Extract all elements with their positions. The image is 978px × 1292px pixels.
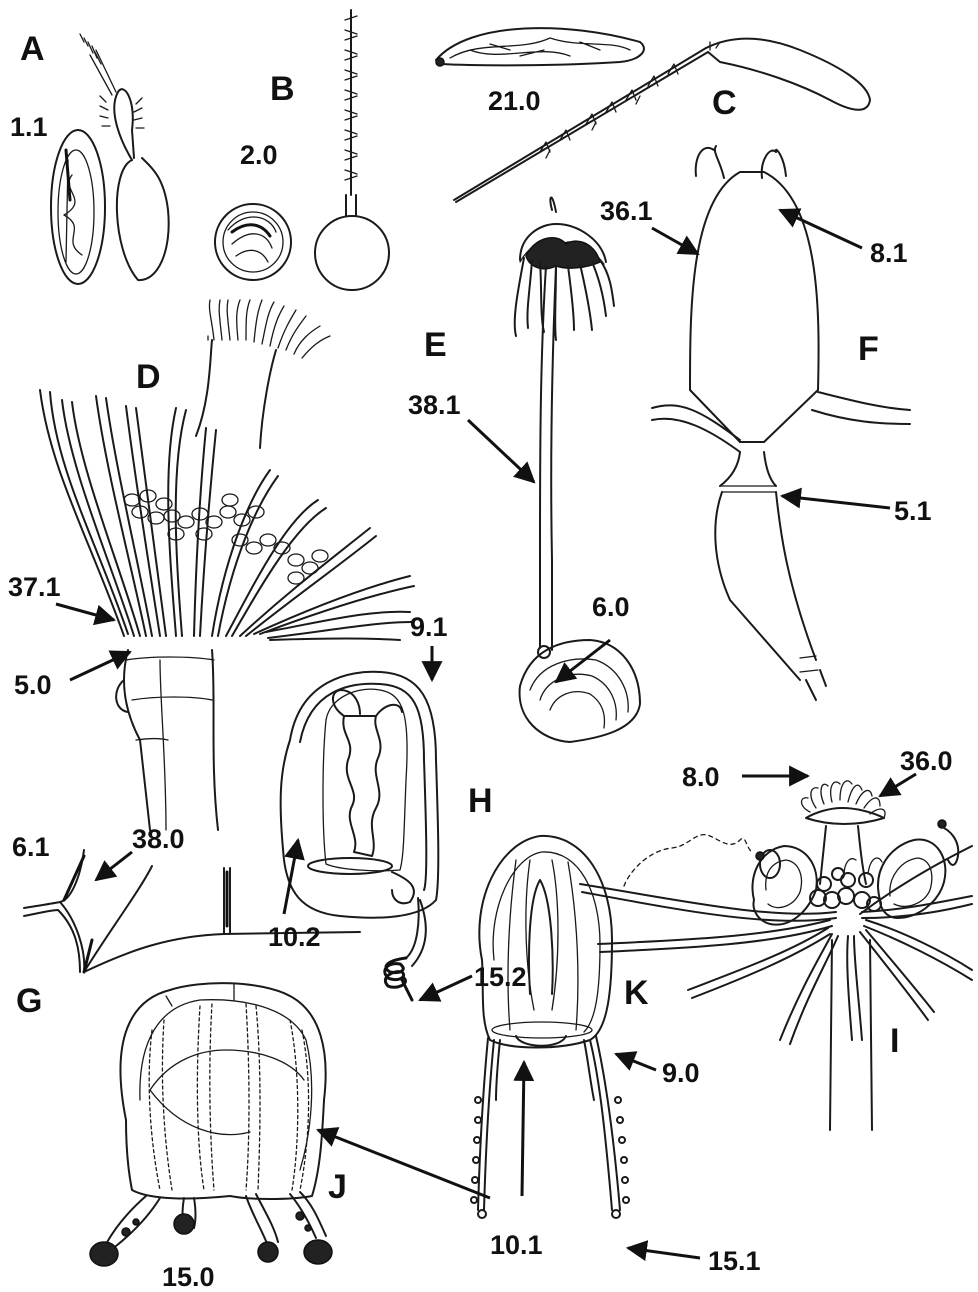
code-9-0: 9.0 [662, 1058, 700, 1088]
code-36-1: 36.1 [600, 196, 653, 226]
panel-label-c: C [712, 84, 737, 122]
figure-i [580, 781, 972, 1130]
code-9-1: 9.1 [410, 612, 448, 642]
panel-label-e: E [424, 326, 447, 364]
code-15-0: 15.0 [162, 1262, 215, 1292]
panel-label-i: I [890, 1022, 899, 1060]
figure-j [90, 983, 332, 1266]
panel-label-f: F [858, 330, 879, 368]
panel-label-d: D [136, 358, 161, 396]
code-36-0: 36.0 [900, 746, 953, 776]
code-1-1: 1.1 [10, 112, 48, 142]
code-2-0: 2.0 [240, 140, 278, 170]
code-8-1: 8.1 [870, 238, 908, 268]
code-15-2: 15.2 [474, 962, 527, 992]
code-38-1: 38.1 [408, 390, 461, 420]
code-15-1: 15.1 [708, 1246, 761, 1276]
panel-label-b: B [270, 70, 295, 108]
code-6-0: 6.0 [592, 592, 630, 622]
code-21-0: 21.0 [488, 86, 541, 116]
code-5-1: 5.1 [894, 496, 932, 526]
figure-k [471, 836, 629, 1218]
figure-a [51, 34, 169, 284]
panel-label-a: A [20, 30, 45, 68]
code-8-0: 8.0 [682, 762, 720, 792]
panel-label-k: K [624, 974, 649, 1012]
code-5-0: 5.0 [14, 670, 52, 700]
figure-d [40, 300, 414, 830]
figure-e [515, 197, 640, 742]
figure-f [652, 146, 910, 700]
code-10-2: 10.2 [268, 922, 321, 952]
pointer-arrows [56, 210, 916, 1258]
code-38-0: 38.0 [132, 824, 185, 854]
code-10-1: 10.1 [490, 1230, 543, 1260]
code-6-1: 6.1 [12, 832, 50, 862]
panel-label-j: J [328, 1168, 347, 1206]
code-37-1: 37.1 [8, 572, 61, 602]
panel-label-g: G [16, 982, 42, 1020]
panel-label-h: H [468, 782, 493, 820]
